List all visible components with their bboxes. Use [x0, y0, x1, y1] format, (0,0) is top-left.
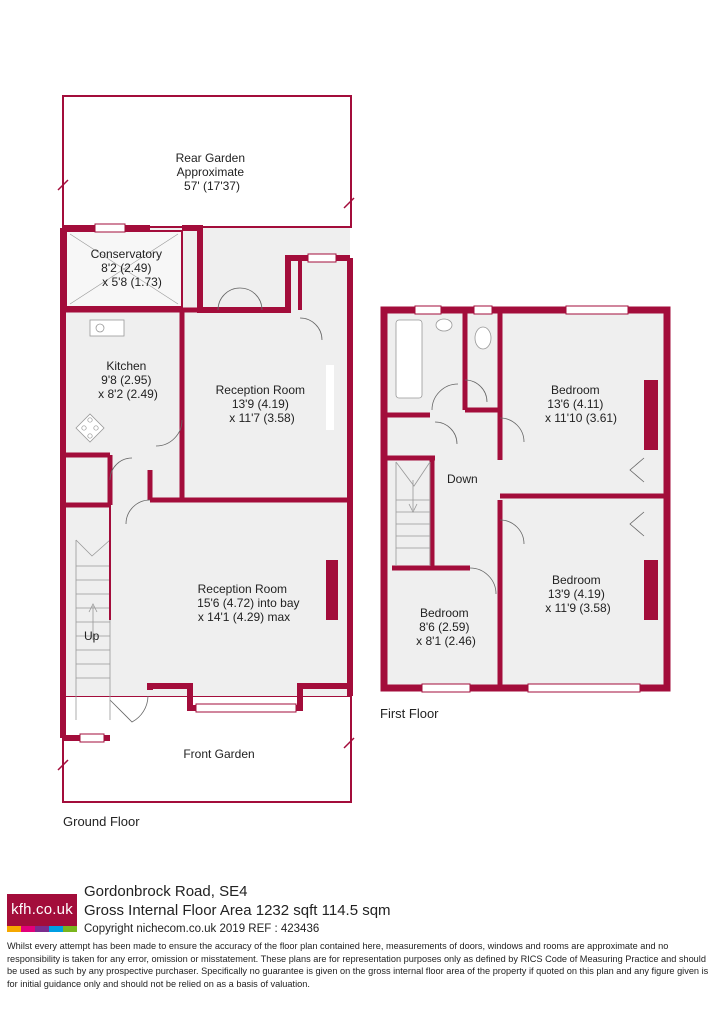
bedroom3-window	[421, 683, 471, 693]
copyright: Copyright nichecom.co.uk 2019 REF : 4234…	[84, 923, 320, 935]
fireplace	[326, 560, 338, 620]
conservatory-window	[94, 223, 126, 233]
rear-garden-outline	[62, 95, 352, 228]
ground-floor	[57, 95, 355, 803]
first-stairs	[395, 461, 431, 566]
french-doors	[217, 287, 263, 311]
stairs-up-label: Up	[84, 629, 100, 643]
door-arc	[109, 457, 133, 481]
address: Gordonbrock Road, SE4	[84, 883, 248, 900]
bedroom2-window	[527, 683, 641, 693]
bathroom-window	[414, 305, 442, 315]
floor-area: Gross Internal Floor Area 1232 sqft 114.…	[84, 902, 391, 919]
logo-text: kfh.co.uk	[7, 894, 77, 926]
door-arc	[431, 383, 459, 411]
door-arc	[434, 421, 458, 445]
kitchen-label: Kitchen 9'8 (2.95) x 8'2 (2.49)	[98, 359, 158, 401]
wc-window	[473, 305, 493, 315]
logo-strip	[49, 926, 63, 932]
front-door	[109, 695, 149, 723]
door-arc	[155, 419, 183, 447]
rear-garden-label: Rear Garden Approximate 57' (17'37)	[176, 151, 249, 193]
chimney-breast	[644, 560, 658, 620]
reception-front-label: Reception Room 15'6 (4.72) into bay x 14…	[197, 582, 303, 624]
hob-icon	[75, 413, 105, 443]
stairs-down-label: Down	[447, 472, 478, 486]
break-marks	[57, 179, 355, 771]
kfh-logo: kfh.co.uk	[7, 894, 77, 934]
first-outer-walls	[380, 306, 671, 692]
door-arc	[464, 379, 488, 403]
front-garden-label: Front Garden	[183, 747, 254, 761]
door-arc	[125, 499, 151, 525]
first-floor	[380, 305, 671, 693]
reception-window-gap	[326, 365, 334, 430]
property-info: Gordonbrock Road, SE4 Gross Internal Flo…	[84, 882, 391, 939]
logo-strip	[63, 926, 77, 932]
conservatory-roof-lines	[69, 233, 179, 305]
reception-back-label: Reception Room 13'9 (4.19) x 11'7 (3.58)	[216, 383, 309, 425]
porch-window	[79, 733, 105, 743]
floor-plan: Rear Garden Approximate 57' (17'37) Cons…	[57, 95, 671, 829]
bedroom-1-label: Bedroom 13'6 (4.11) x 11'10 (3.61)	[545, 383, 617, 425]
door-arc	[299, 317, 323, 341]
chimney-breast	[644, 380, 658, 450]
wc-icon	[474, 326, 492, 350]
room-labels: Rear Garden Approximate 57' (17'37) Cons…	[63, 151, 617, 829]
ground-floor-title: Ground Floor	[63, 814, 140, 829]
conservatory-label: Conservatory 8'2 (2.49) x 5'8 (1.73)	[91, 247, 166, 289]
first-internal-walls	[384, 310, 667, 688]
rear-window	[307, 253, 337, 263]
cupboard-doors	[629, 457, 645, 537]
door-arc	[499, 417, 525, 443]
bedroom1-window	[565, 305, 629, 315]
logo-strip	[35, 926, 49, 932]
logo-strip	[7, 926, 21, 932]
first-floor-title: First Floor	[380, 706, 439, 721]
ground-outer-walls-2	[198, 228, 302, 310]
logo-strip	[21, 926, 35, 932]
door-arc	[469, 567, 497, 595]
bedroom-3-label: Bedroom 8'6 (2.59) x 8'1 (2.46)	[416, 606, 476, 648]
disclaimer: Whilst every attempt has been made to en…	[7, 941, 709, 989]
bath-icon	[395, 319, 423, 399]
basin-icon	[435, 318, 453, 332]
bay-window	[195, 703, 297, 713]
sink-icon	[89, 319, 125, 337]
bedroom-2-label: Bedroom 13'9 (4.19) x 11'9 (3.58)	[545, 573, 610, 615]
door-arc	[499, 519, 525, 545]
bay-window-wall	[147, 683, 350, 711]
